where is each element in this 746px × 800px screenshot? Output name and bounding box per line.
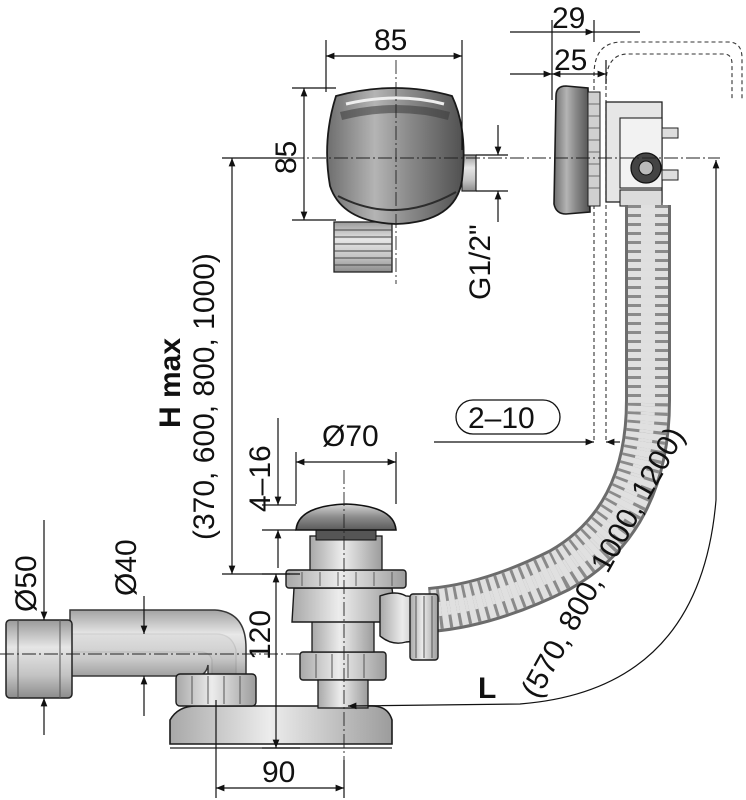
thread-label: G1/2" (464, 224, 497, 300)
overflow-depth-outer-label: 29 (552, 2, 585, 35)
trap-height-label: 120 (244, 610, 277, 660)
box-width-label: 85 (374, 24, 407, 57)
overflow-depth-inner-label: 25 (554, 44, 587, 77)
trap-offset-label: 90 (262, 756, 295, 789)
outlet-inner-diameter-label: Ø40 (110, 539, 143, 596)
outlet-outer-diameter-label: Ø50 (10, 555, 43, 612)
plug-travel-label: 4–16 (244, 445, 277, 512)
h-max-label: H max (154, 338, 187, 428)
wall-thickness-badge (455, 399, 561, 435)
dimension-lines (40, 20, 720, 798)
wall-thickness-label: 2–10 (468, 402, 535, 435)
box-height-label: 85 (270, 141, 303, 174)
h-values-label: (370, 600, 800, 1000) (188, 253, 221, 540)
outlet-pipe (5, 609, 247, 699)
plug-diameter-label: Ø70 (322, 420, 379, 453)
overflow-box (326, 87, 477, 273)
l-label: L (478, 672, 496, 705)
